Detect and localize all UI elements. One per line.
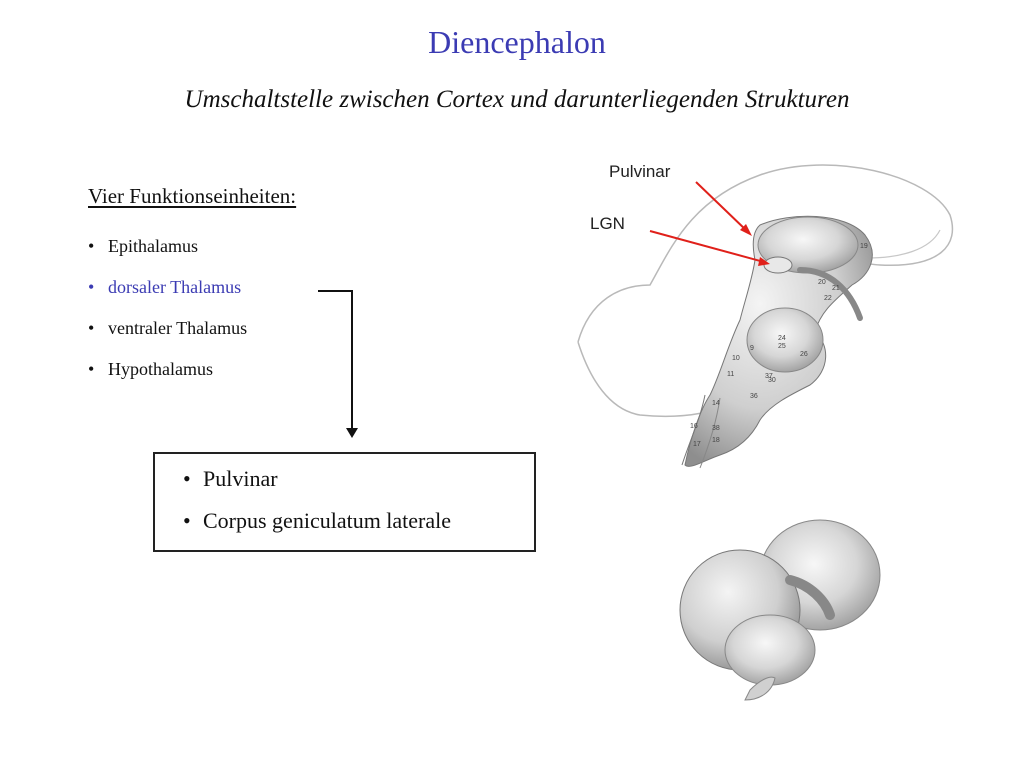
list-item-ventral-thalamus: ventraler Thalamus bbox=[88, 318, 247, 359]
figure-number: 14 bbox=[712, 400, 720, 407]
figure-number: 19 bbox=[860, 243, 868, 250]
figure-number: 37 bbox=[765, 373, 773, 380]
slide-title: Diencephalon bbox=[428, 24, 606, 60]
figure-number: 9 bbox=[750, 345, 754, 352]
figure-number: 11 bbox=[727, 371, 734, 378]
slide-subtitle: Umschaltstelle zwischen Cortex und darun… bbox=[184, 86, 850, 113]
figure-number: 10 bbox=[732, 355, 740, 362]
thalamus-nuclei-box: Pulvinar Corpus geniculatum laterale bbox=[153, 452, 536, 552]
box-item-lgn: Corpus geniculatum laterale bbox=[183, 508, 451, 550]
figure-number: 38 bbox=[712, 425, 720, 432]
figure-number: 16 bbox=[690, 423, 698, 430]
figure-number: 25 bbox=[778, 343, 786, 350]
list-item-epithalamus: Epithalamus bbox=[88, 236, 247, 277]
list-item-hypothalamus: Hypothalamus bbox=[88, 359, 247, 400]
figure-number: 24 bbox=[778, 335, 786, 342]
lgn-label: LGN bbox=[590, 214, 625, 233]
figure-number: 22 bbox=[824, 295, 832, 302]
function-units-list: Epithalamus dorsaler Thalamus ventraler … bbox=[88, 236, 247, 400]
box-item-pulvinar: Pulvinar bbox=[183, 466, 451, 508]
figure-number: 26 bbox=[800, 351, 808, 358]
figure-number: 21 bbox=[832, 285, 840, 292]
figure-number: 36 bbox=[750, 393, 758, 400]
figure-number: 30 bbox=[768, 377, 776, 384]
figure-number: 20 bbox=[818, 279, 826, 286]
section-heading: Vier Funktionseinheiten: bbox=[88, 184, 297, 208]
list-item-dorsal-thalamus: dorsaler Thalamus bbox=[88, 277, 247, 318]
figure-number: 18 bbox=[712, 437, 720, 444]
figure-number: 17 bbox=[693, 441, 701, 448]
pulvinar-label: Pulvinar bbox=[609, 162, 671, 181]
